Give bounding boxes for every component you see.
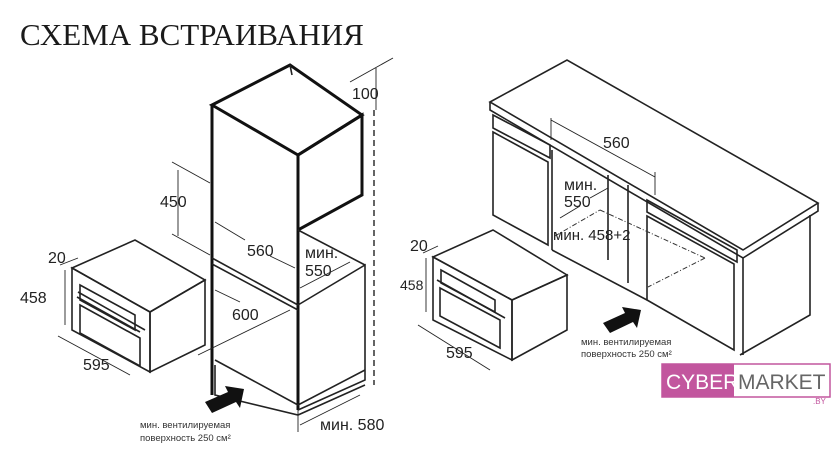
page-title: СХЕМА ВСТРАИВАНИЯ [20,17,364,52]
vent-note-line2: поверхность 250 см² [140,433,231,444]
right-dim-depth-label: мин. [564,177,597,194]
oven-thickness: 20 [48,250,66,267]
upper-box-top [208,63,365,157]
oven-height: 458 [20,290,47,307]
ventilation-arrow-right-icon [603,307,641,333]
dim-depth-600: 600 [232,307,259,324]
right-dim-height: мин. 458+2 [553,227,630,244]
right-oven-height: 458 [400,277,424,293]
dim-depth-value: 550 [305,263,332,280]
right-dim-width: 560 [603,135,630,152]
right-vent-note-line1: мин. вентилируемая [581,337,671,348]
right-dimension-lines [550,118,656,219]
logo-suffix: .BY [813,397,827,406]
right-dim-depth-value: 550 [564,194,591,211]
left-dimension-lines [171,57,394,432]
ventilation-arrow-icon [205,386,244,413]
logo-part2: MARKET [738,371,826,394]
vent-note-line1: мин. вентилируемая [140,420,230,431]
dim-depth-label: мин. [305,245,338,262]
oven-right-dims [417,245,491,371]
right-oven-width: 595 [446,345,473,362]
oven-left [70,239,207,374]
dim-top-gap: 100 [352,86,379,103]
dim-niche-width: 560 [247,243,274,260]
right-oven-thickness: 20 [410,238,428,255]
upper-box-side [296,112,364,233]
kitchen-counter [488,59,820,356]
oven-width: 595 [83,357,110,374]
oven-right [431,229,569,362]
oven-left-dims [57,257,131,376]
dim-min-depth: мин. 580 [320,417,384,434]
cybermarket-logo: CYBER MARKET .BY [661,363,831,406]
dim-niche-height: 450 [160,194,187,211]
right-vent-note-line2: поверхность 250 см² [581,349,672,360]
tall-cabinet [208,63,366,416]
logo-part1: CYBER [666,371,738,394]
